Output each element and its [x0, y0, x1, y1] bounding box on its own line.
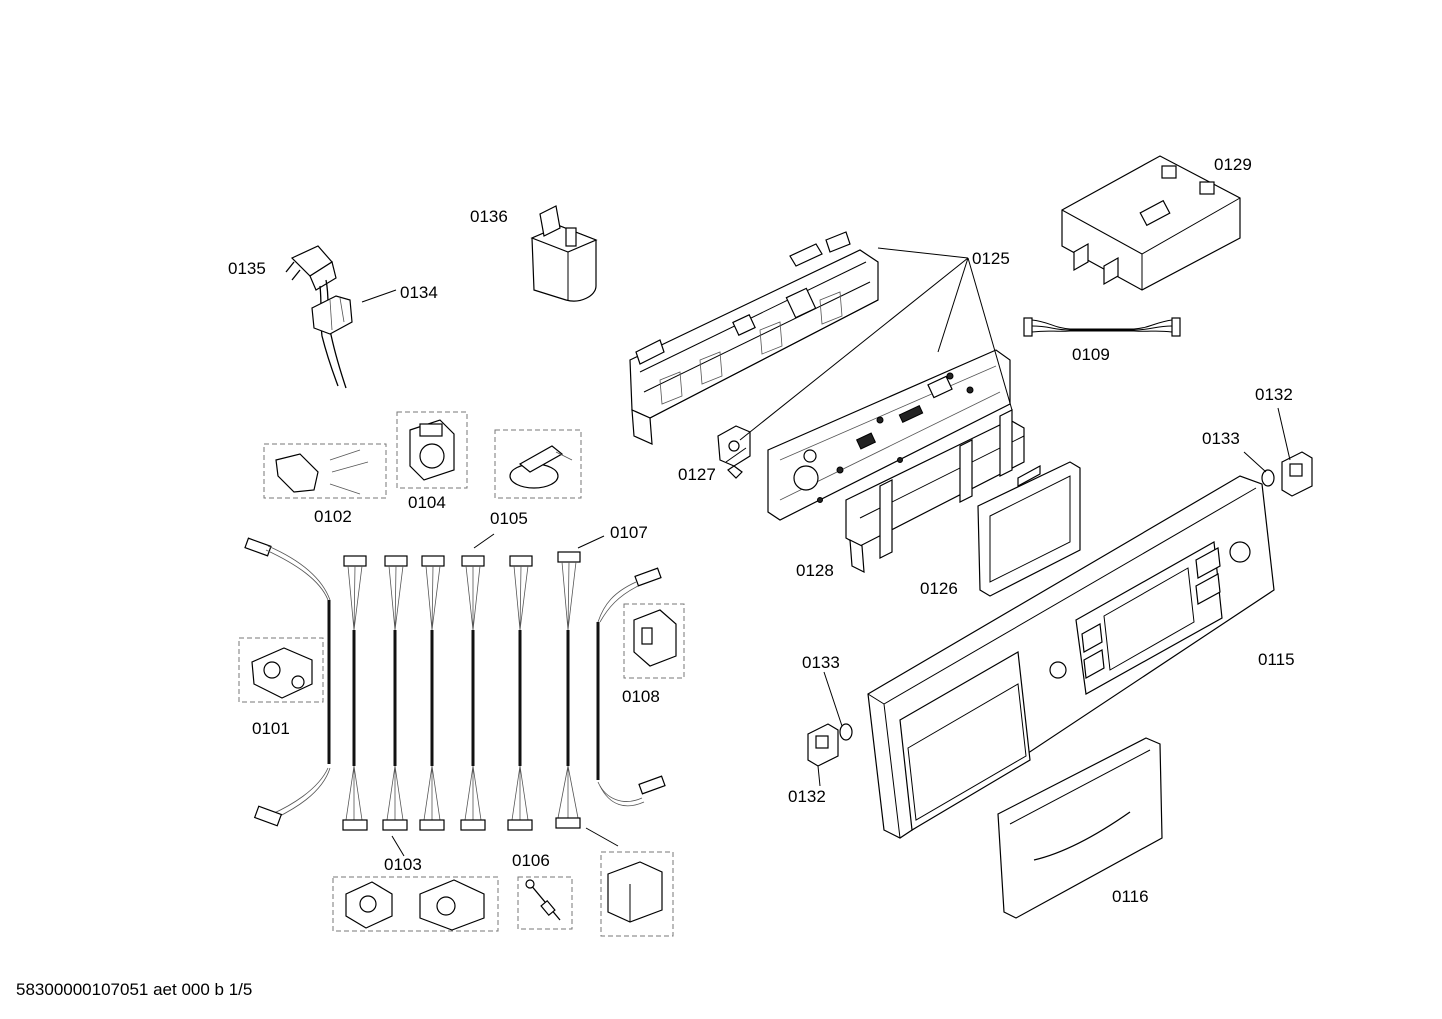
pressure-switch — [409, 419, 455, 481]
wiring-harness-set — [244, 537, 666, 831]
leader-lines — [361, 247, 1291, 857]
label-0128: 0128 — [796, 561, 834, 580]
part-box-0101 — [238, 637, 324, 703]
temperature-sensor — [509, 445, 573, 489]
label-0108: 0108 — [622, 687, 660, 706]
label-0105: 0105 — [490, 509, 528, 528]
label-0129: 0129 — [1214, 155, 1252, 174]
sensor-connector — [275, 449, 369, 495]
button-holder-frame — [845, 409, 1025, 574]
part-box-0102 — [263, 443, 387, 499]
part-labels: 0135 0134 0136 0125 0129 0109 0132 0133 … — [228, 155, 1295, 906]
washer-ring-left — [839, 723, 853, 741]
label-0101: 0101 — [252, 719, 290, 738]
control-fascia-panel — [867, 475, 1275, 839]
label-0136: 0136 — [470, 207, 508, 226]
cord-clamp — [311, 295, 353, 335]
drawing-reference: 58300000107051 aet 000 b 1/5 — [16, 980, 253, 999]
part-box-0104 — [396, 411, 468, 489]
label-0132-top: 0132 — [1255, 385, 1293, 404]
part-box-0106 — [517, 876, 573, 930]
label-0133-top: 0133 — [1202, 429, 1240, 448]
display-window — [977, 461, 1081, 597]
label-0109: 0109 — [1072, 345, 1110, 364]
valve-unit — [251, 647, 313, 699]
label-0125: 0125 — [972, 249, 1010, 268]
motor-connector-block — [607, 861, 663, 923]
label-0126: 0126 — [920, 579, 958, 598]
washer-ring-right — [1261, 469, 1275, 487]
part-box-0105 — [494, 429, 582, 499]
label-0104: 0104 — [408, 493, 446, 512]
label-0127: 0127 — [678, 465, 716, 484]
label-0133-bottom: 0133 — [802, 653, 840, 672]
label-0107: 0107 — [610, 523, 648, 542]
thermistor-probe — [525, 879, 561, 921]
part-box-0108 — [623, 603, 685, 679]
part-box-plug — [600, 851, 674, 937]
suppression-capacitor — [530, 205, 598, 302]
hinge-bracket-right — [1281, 451, 1313, 497]
ribbon-cable — [1023, 317, 1181, 337]
label-0134: 0134 — [400, 283, 438, 302]
drawer-front-panel — [997, 737, 1163, 919]
label-0103: 0103 — [384, 855, 422, 874]
label-0106: 0106 — [512, 851, 550, 870]
label-0132-bottom: 0132 — [788, 787, 826, 806]
door-lock-switch — [633, 609, 677, 667]
label-0116: 0116 — [1112, 887, 1149, 906]
label-0115: 0115 — [1258, 650, 1295, 669]
label-0135: 0135 — [228, 259, 266, 278]
part-box-0103 — [332, 876, 499, 932]
control-module-frame — [629, 231, 879, 445]
module-housing — [1061, 155, 1241, 291]
hinge-bracket-left — [807, 723, 839, 767]
clip-part — [717, 425, 751, 479]
label-0102: 0102 — [314, 507, 352, 526]
solenoid-valve-pair — [345, 879, 485, 931]
